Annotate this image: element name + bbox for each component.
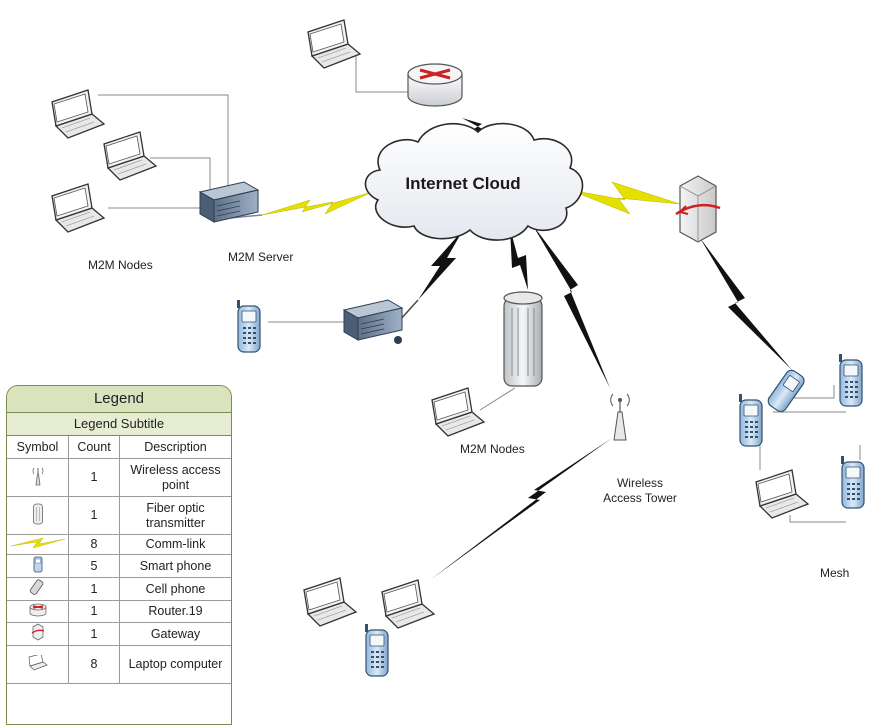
legend-row: 1 Fiber optic transmitter	[7, 496, 231, 535]
laptop-icon	[51, 183, 105, 233]
legend-subtitle: Legend Subtitle	[7, 413, 231, 436]
legend-count: 8	[68, 534, 120, 555]
cell-phone-icon	[7, 577, 69, 601]
legend-count: 8	[68, 645, 120, 684]
comm-link-m2m2	[418, 230, 463, 300]
m2m-nodes-label: M2M Nodes	[88, 258, 153, 272]
legend-header-description: Description	[119, 436, 231, 459]
comm-link-fiber	[510, 228, 528, 290]
legend-description: Comm-link	[119, 534, 231, 555]
cell-phone-icon	[767, 369, 805, 413]
router-icon	[7, 600, 69, 623]
laptop-icon	[7, 645, 69, 684]
legend-description: Fiber optic transmitter	[119, 496, 231, 535]
laptop-icon	[381, 579, 435, 629]
comm-link-server	[261, 191, 373, 216]
legend-description: Smart phone	[119, 554, 231, 578]
fiber-optic-transmitter-icon	[7, 496, 69, 535]
legend-description: Router.19	[119, 600, 231, 623]
laptop-icon	[431, 387, 485, 437]
comm-link-mesh	[700, 238, 792, 370]
legend-description: Gateway	[119, 622, 231, 646]
legend-header-symbol: Symbol	[7, 436, 69, 459]
legend-row: 8 Laptop computer	[7, 645, 231, 684]
legend-table: Symbol Count Description 1 Wireless acce…	[7, 436, 231, 684]
legend-header-count: Count	[68, 436, 120, 459]
legend-panel: Legend Legend Subtitle Symbol Count Desc…	[6, 385, 232, 725]
laptop-icon	[303, 577, 357, 627]
smart-phone-icon	[840, 455, 865, 509]
m2m-server-label: M2M Server	[228, 250, 294, 264]
laptop-icon	[103, 131, 157, 181]
legend-count: 1	[68, 496, 120, 535]
legend-row: 1 Gateway	[7, 622, 231, 646]
smart-phone-icon	[7, 554, 69, 578]
wireless-label-line2: Access Tower	[603, 491, 677, 505]
legend-description: Wireless access point	[119, 458, 231, 497]
smart-phone-icon	[838, 353, 863, 407]
person-icon	[394, 336, 402, 344]
comm-link-icon	[7, 534, 69, 555]
router-icon	[407, 63, 463, 107]
laptop-icon	[307, 19, 361, 69]
fiber-optic-transmitter-icon	[503, 291, 543, 387]
wireless-access-tower-icon	[610, 393, 630, 441]
legend-count: 1	[68, 600, 120, 623]
legend-header-row: Symbol Count Description	[7, 436, 231, 459]
m2m-nodes-center-label: M2M Nodes	[460, 442, 525, 456]
legend-row: 5 Smart phone	[7, 554, 231, 578]
comm-link-gateway	[569, 181, 681, 215]
smart-phone-icon	[738, 393, 763, 447]
gateway-icon	[7, 622, 69, 646]
laptop-icon	[755, 469, 809, 519]
gateway-icon	[675, 175, 721, 243]
legend-row: 1 Router.19	[7, 600, 231, 623]
legend-row: 8 Comm-link	[7, 534, 231, 555]
legend-count: 1	[68, 622, 120, 646]
comm-link-tower	[532, 224, 610, 388]
legend-row: 1 Wireless access point	[7, 458, 231, 497]
server-icon	[343, 299, 403, 341]
legend-description: Laptop computer	[119, 645, 231, 684]
legend-count: 1	[68, 458, 120, 497]
internet-cloud-shape	[364, 122, 584, 241]
laptop-icon	[51, 89, 105, 139]
wireless-access-tower-label: Wireless Access Tower	[600, 476, 680, 506]
wireless-access-point-icon	[7, 458, 69, 497]
smart-phone-icon	[364, 623, 389, 677]
comm-link-remote	[430, 438, 612, 580]
wireless-label-line1: Wireless	[616, 476, 663, 490]
legend-row: 1 Cell phone	[7, 577, 231, 601]
smart-phone-icon	[236, 299, 261, 353]
legend-count: 5	[68, 554, 120, 578]
mesh-label: Mesh	[820, 566, 850, 580]
legend-title: Legend	[7, 386, 231, 413]
legend-description: Cell phone	[119, 577, 231, 601]
legend-count: 1	[68, 577, 120, 601]
internet-cloud-label: Internet Cloud	[405, 174, 521, 193]
